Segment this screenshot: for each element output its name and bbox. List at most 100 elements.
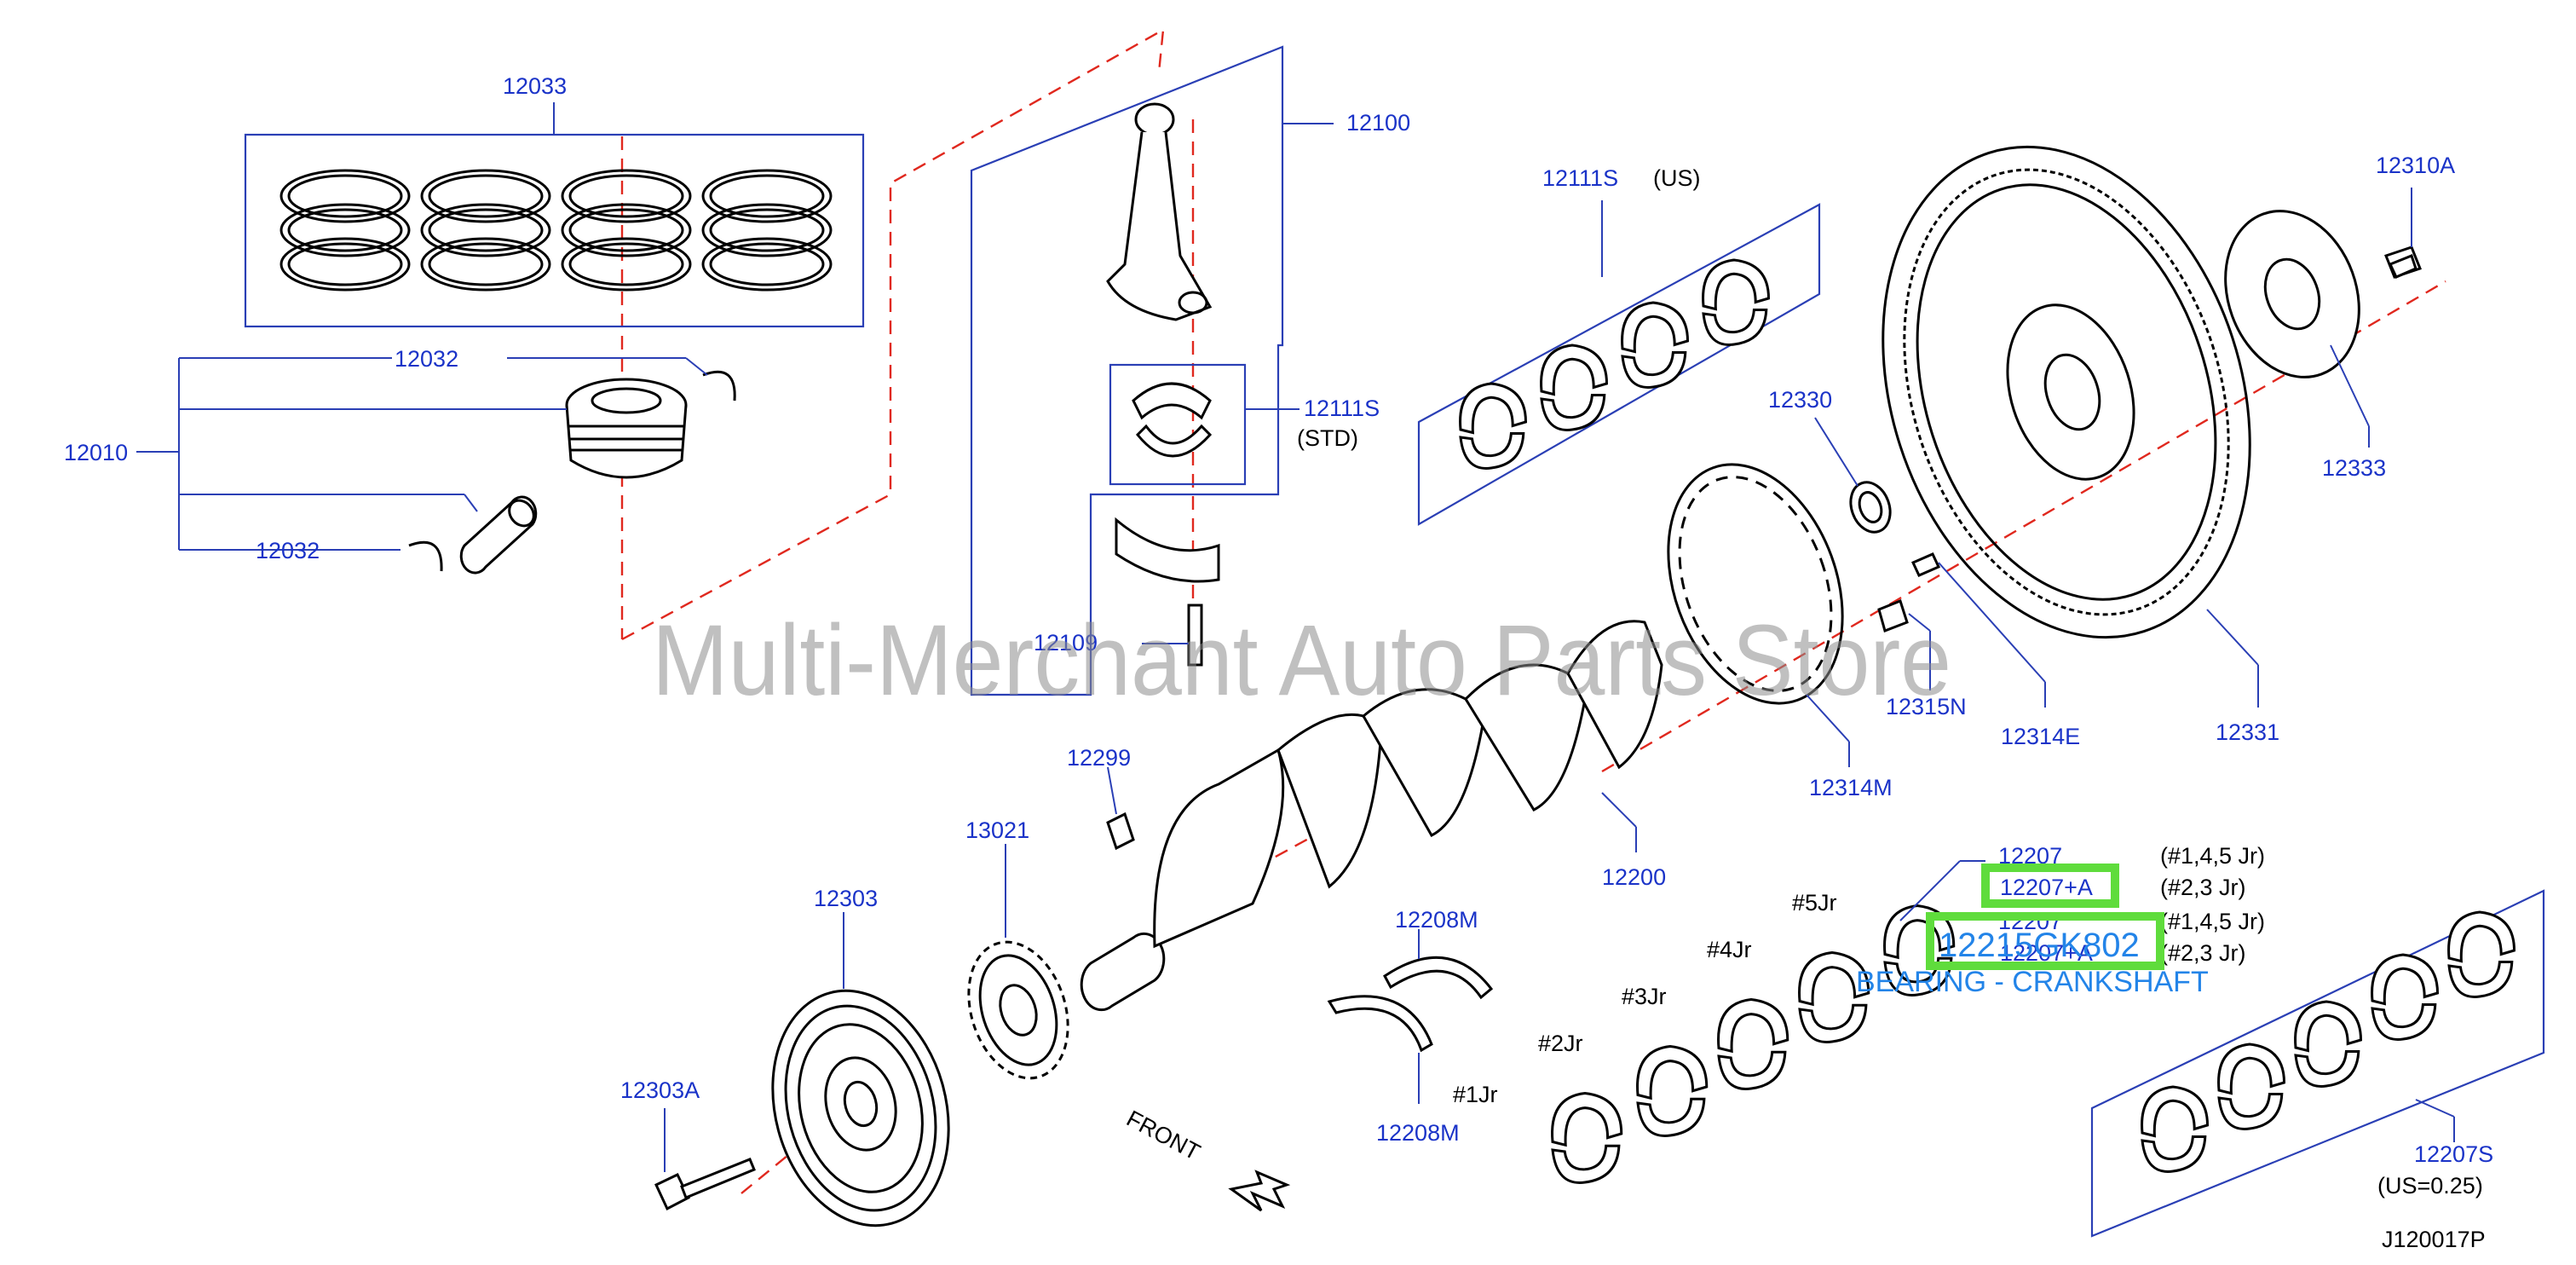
label-4jr: #4Jr: [1707, 937, 1752, 962]
drive-plate[interactable]: [1823, 99, 2310, 708]
label-journal-145-b: (#1,4,5 Jr): [2160, 909, 2265, 934]
label-us-025: (US=0.25): [2377, 1173, 2483, 1199]
label-12208m-top: 12208M: [1395, 907, 1478, 933]
crankshaft[interactable]: [1080, 620, 1663, 1012]
label-12111s-std: 12111S: [1304, 396, 1380, 421]
label-12303a: 12303A: [620, 1077, 700, 1103]
label-12207s: 12207S: [2414, 1141, 2493, 1167]
label-12109: 12109: [1034, 630, 1098, 656]
bearing-shell: [2294, 1000, 2363, 1053]
label-std: (STD): [1297, 425, 1358, 451]
main-bearing-stack[interactable]: [1551, 860, 1985, 1184]
label-12331: 12331: [2216, 719, 2279, 745]
bearing-shell: [2141, 1085, 2210, 1138]
label-12314m: 12314M: [1809, 775, 1893, 800]
label-5jr: #5Jr: [1792, 890, 1837, 916]
tooltip-part-number[interactable]: 12215GK802: [1939, 927, 2140, 964]
piston-ring-inner: [287, 242, 403, 286]
bearing-shell: [1717, 997, 1789, 1054]
conrod-bearing-set-us[interactable]: [1417, 200, 1821, 526]
piston-ring: [279, 203, 411, 257]
bearing-shell: [2447, 961, 2514, 998]
signal-plate[interactable]: [1637, 440, 1874, 767]
bearing-shell: [2447, 910, 2516, 963]
bearing-shell: [1798, 950, 1870, 1007]
bearing-shell: [2217, 1093, 2284, 1130]
label-12032-bottom: 12032: [256, 538, 320, 563]
drive-plate-bolt[interactable]: [2384, 188, 2422, 279]
highlight-12207a[interactable]: [1981, 864, 2119, 908]
label-12111s-us: 12111S: [1542, 165, 1618, 191]
label-12100: 12100: [1346, 110, 1410, 136]
bearing-shell: [1551, 1144, 1621, 1184]
label-12010: 12010: [64, 440, 128, 465]
crankshaft-sprocket[interactable]: [952, 844, 1084, 1091]
woodruff-key[interactable]: [1106, 766, 1135, 851]
label-12315n: 12315N: [1886, 694, 1967, 719]
rear-oil-seal[interactable]: [1814, 417, 1897, 538]
label-3jr: #3Jr: [1622, 984, 1667, 1009]
pulley-bolt[interactable]: [654, 1108, 756, 1211]
piston-ring: [561, 237, 692, 292]
piston-ring-set[interactable]: [244, 102, 865, 328]
part-tooltip[interactable]: 12215GK802 BEARING - CRANKSHAFT: [1856, 912, 2209, 998]
bearing-shell: [1636, 1044, 1709, 1100]
piston-ring: [279, 169, 411, 223]
bearing-shell: [1798, 1003, 1868, 1043]
label-12314e: 12314E: [2001, 724, 2080, 749]
piston-ring-inner: [287, 208, 403, 252]
label-13021: 13021: [965, 817, 1029, 843]
piston-ring: [701, 169, 833, 223]
piston-ring: [420, 203, 551, 257]
bearing-shell: [1636, 1097, 1706, 1137]
label-12303: 12303: [814, 886, 878, 911]
bearing-shell: [2141, 1135, 2207, 1173]
reinforcement-plate[interactable]: [2203, 192, 2381, 448]
thrust-washer-set[interactable]: [1327, 929, 1494, 1104]
dowel-pin[interactable]: [1910, 552, 2046, 708]
bearing-shell: [1459, 382, 1528, 435]
front-label: FRONT: [1122, 1106, 1204, 1165]
bearing-shell: [1702, 309, 1768, 346]
piston-ring-inner: [428, 174, 544, 218]
connecting-rod-assembly[interactable]: [970, 45, 1334, 696]
signal-plate-bolt[interactable]: [1877, 599, 1931, 690]
piston-ring: [701, 237, 833, 292]
bearing-shell: [1540, 394, 1606, 431]
label-12330: 12330: [1768, 387, 1832, 413]
main-bearing-set-us[interactable]: [2090, 889, 2545, 1238]
piston-ring-inner: [568, 174, 684, 218]
piston-ring-inner: [709, 174, 825, 218]
label-2jr: #2Jr: [1538, 1031, 1583, 1056]
label-us: (US): [1653, 165, 1701, 191]
piston-ring-inner: [428, 242, 544, 286]
piston-assembly[interactable]: [136, 357, 736, 575]
piston-ring: [561, 169, 692, 223]
label-12032-top: 12032: [395, 346, 458, 372]
bearing-shell: [1883, 956, 1953, 996]
bearing-shell: [1459, 432, 1525, 470]
piston-ring-inner: [568, 242, 684, 286]
piston-ring: [420, 169, 551, 223]
piston-ring: [561, 203, 692, 257]
label-12033: 12033: [503, 73, 567, 99]
label-journal-23-b: (#2,3 Jr): [2160, 940, 2246, 966]
tooltip-description: BEARING - CRANKSHAFT: [1856, 966, 2209, 998]
label-journal-145-a: (#1,4,5 Jr): [2160, 843, 2265, 869]
piston-ring: [279, 237, 411, 292]
label-12310a: 12310A: [2376, 153, 2455, 178]
bearing-shell: [2294, 1050, 2360, 1088]
bearing-shell: [2217, 1043, 2286, 1095]
label-1jr: #1Jr: [1453, 1082, 1498, 1107]
piston-ring-inner: [709, 208, 825, 252]
crankshaft-pulley[interactable]: [747, 912, 974, 1245]
label-12207a-top[interactable]: 12207+A: [2000, 875, 2093, 900]
bearing-shell: [1702, 258, 1771, 311]
piston-ring: [420, 237, 551, 292]
bearing-shell: [2371, 1003, 2437, 1041]
watermark: Multi-Merchant Auto Parts Store: [652, 604, 1951, 717]
diagram-code: J120017P: [2382, 1227, 2486, 1252]
bearing-shell: [2371, 953, 2440, 1006]
label-12333: 12333: [2322, 455, 2386, 481]
